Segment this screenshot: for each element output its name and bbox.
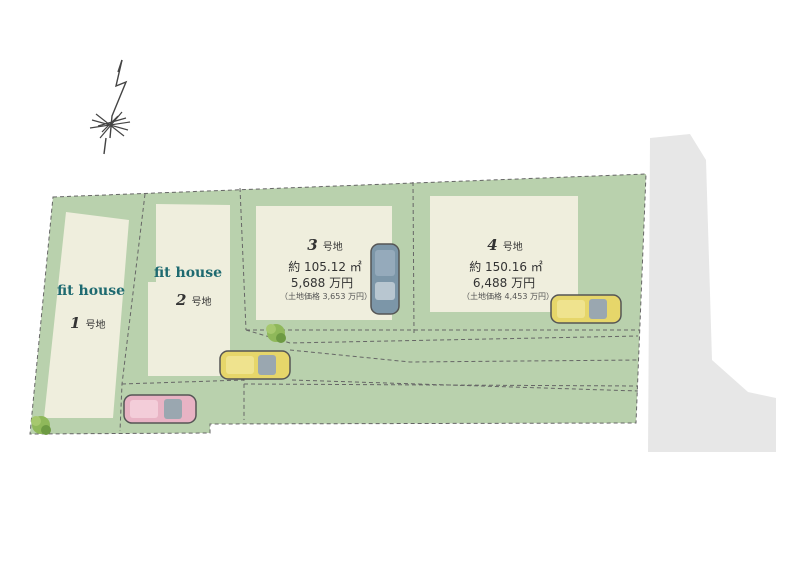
lot-2-building [148, 204, 230, 376]
lot-1-brand: fit house [57, 283, 126, 299]
tree-icon [31, 416, 51, 435]
road [648, 134, 776, 452]
driveway-line-2 [289, 349, 639, 363]
north-arrow-compass-icon [89, 59, 131, 155]
tree-icon [266, 324, 286, 343]
lot-4-land-price: （土地価格 4,453 万円） [462, 292, 554, 301]
lot-1-label: 1 号地 [70, 313, 106, 332]
lot-2-number: 2 [176, 291, 187, 309]
lot-3-land-price: （土地価格 3,653 万円） [280, 292, 372, 301]
lot-2-3-boundary [239, 187, 247, 331]
driveway-line-4 [243, 383, 639, 387]
lot-3-area: 約 105.12 ㎡ [288, 260, 362, 274]
lot-3-label: 3 号地 [307, 235, 343, 254]
lot-4-label: 4 号地 [487, 235, 523, 254]
car-icon [370, 243, 400, 315]
lot-1-suffix: 号地 [85, 320, 106, 331]
lot-3-suffix: 号地 [322, 242, 343, 253]
lot-2-label: 2 号地 [176, 290, 212, 309]
lot-4-suffix: 号地 [502, 242, 523, 253]
lot-4-number: 4 [487, 236, 498, 254]
lot-4-building [430, 196, 578, 312]
lot-3-building [256, 206, 392, 320]
driveway-line-3 [291, 379, 639, 392]
lot-2-suffix: 号地 [191, 297, 212, 308]
lot-1-building [44, 212, 129, 418]
site-boundary [29, 173, 647, 435]
car-icon [219, 350, 291, 380]
lot-4-area: 約 150.16 ㎡ [469, 260, 543, 274]
driveway-line-1 [245, 329, 639, 344]
lot-2-brand: fit house [154, 265, 223, 281]
lot-2-boundary [121, 379, 245, 420]
car-icon [550, 294, 622, 324]
car-icon [123, 394, 197, 424]
lot-3-number: 3 [307, 236, 318, 254]
lot-4-price: 6,488 万円 [472, 276, 536, 290]
lot-3-price: 5,688 万円 [290, 276, 354, 290]
lot-1-number: 1 [70, 314, 81, 332]
